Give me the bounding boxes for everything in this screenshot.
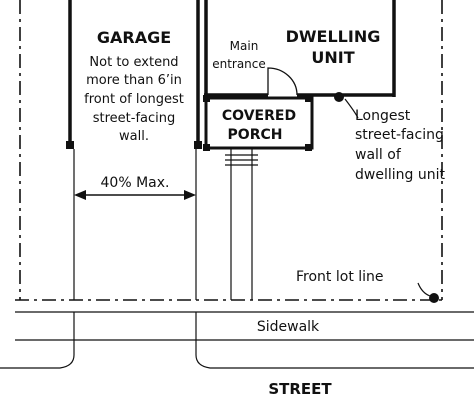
svg-text:street-facing: street-facing (355, 127, 444, 143)
svg-text:wall of: wall of (355, 147, 402, 163)
svg-text:PORCH: PORCH (228, 127, 283, 143)
garage-note: Not to extend more than 6’in front of lo… (84, 55, 184, 144)
width-limit-label: 40% Max. (101, 175, 170, 191)
svg-text:dwelling unit: dwelling unit (355, 167, 445, 183)
svg-text:front of longest: front of longest (84, 92, 184, 107)
longest-wall-leader (334, 92, 359, 119)
svg-text:wall.: wall. (119, 129, 149, 144)
driveway (0, 149, 474, 369)
front-walkway (225, 148, 258, 300)
covered-porch (203, 95, 314, 151)
garage-title: GARAGE (97, 28, 171, 47)
svg-text:Not to extend: Not to extend (89, 55, 178, 70)
svg-text:Main: Main (230, 39, 259, 53)
main-entrance-label: Main entrance (212, 39, 266, 71)
width-dimension (74, 190, 196, 200)
svg-text:street-facing: street-facing (93, 111, 176, 126)
svg-text:DWELLING: DWELLING (286, 27, 381, 46)
covered-porch-label: COVERED PORCH (222, 108, 296, 143)
dwelling-unit-label: DWELLING UNIT (286, 27, 381, 67)
svg-text:entrance: entrance (212, 57, 266, 71)
front-lot-line-leader (417, 282, 439, 303)
svg-text:COVERED: COVERED (222, 108, 296, 124)
door-swing-icon (267, 67, 298, 96)
svg-text:Longest: Longest (355, 108, 411, 124)
sidewalk-label: Sidewalk (257, 319, 320, 335)
garage (66, 0, 202, 149)
dwelling-unit (204, 0, 396, 97)
svg-text:UNIT: UNIT (311, 48, 354, 67)
svg-text:more than 6’in: more than 6’in (86, 73, 182, 88)
front-lot-line-label: Front lot line (296, 269, 384, 285)
longest-wall-callout: Longest street-facing wall of dwelling u… (355, 108, 445, 183)
sidewalk (15, 311, 474, 341)
street-label: STREET (268, 380, 332, 398)
